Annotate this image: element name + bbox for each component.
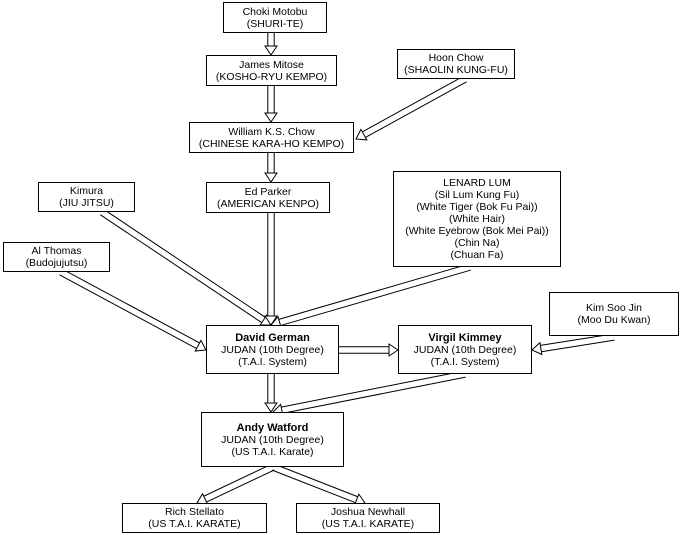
node-style: (Moo Du Kwan) — [577, 314, 651, 326]
arrow-kimsoo-to-virgil — [531, 333, 615, 356]
node-rich-stellato: Rich Stellato (US T.A.I. KARATE) — [122, 503, 267, 533]
node-style: (KOSHO-RYU KEMPO) — [215, 70, 328, 83]
node-name: James Mitose — [239, 58, 304, 71]
node-name: William K.S. Chow — [228, 125, 315, 138]
node-al-thomas: Al Thomas (Budojujutsu) — [3, 242, 110, 272]
arrow-edparker-to-david — [264, 213, 278, 326]
node-style: (CHINESE KARA-HO KEMPO) — [198, 137, 345, 150]
arrow-david-to-virgil — [339, 343, 399, 357]
node-william-chow: William K.S. Chow (CHINESE KARA-HO KEMPO… — [189, 122, 354, 153]
node-lenard-lum: LENARD LUM (Sil Lum Kung Fu) (White Tige… — [393, 171, 561, 267]
arrow-choki-to-james — [264, 33, 278, 56]
node-style: (SHURI-TE) — [246, 17, 304, 30]
node-name: Choki Motobu — [242, 5, 308, 18]
node-style: (JIU JITSU) — [59, 197, 114, 209]
node-rank: JUDAN (10th Degree) — [221, 433, 324, 446]
node-virgil-kimmey: Virgil Kimmey JUDAN (10th Degree) (T.A.I… — [398, 325, 532, 374]
node-name: LENARD LUM — [443, 177, 511, 189]
node-kim-soo-jin: Kim Soo Jin (Moo Du Kwan) — [549, 292, 679, 336]
node-ed-parker: Ed Parker (AMERICAN KENPO) — [206, 182, 330, 213]
node-style: (Chuan Fa) — [450, 249, 504, 261]
node-andy-watford: Andy Watford JUDAN (10th Degree) (US T.A… — [201, 412, 344, 467]
arrow-andy-to-joshua — [271, 463, 366, 506]
node-kimura: Kimura (JIU JITSU) — [38, 182, 135, 212]
node-name: Al Thomas — [31, 245, 82, 257]
node-joshua-newhall: Joshua Newhall (US T.A.I. KARATE) — [296, 503, 440, 533]
arrow-william-to-edparker — [264, 153, 278, 183]
arrow-lenard-to-david — [270, 263, 472, 329]
node-style: (AMERICAN KENPO) — [216, 197, 320, 210]
node-style: (White Eyebrow (Bok Mei Pai)) — [405, 225, 549, 237]
node-name: Rich Stellato — [165, 506, 224, 518]
node-rank: JUDAN (10th Degree) — [221, 343, 324, 356]
node-name: Kim Soo Jin — [585, 302, 643, 314]
node-style: (Sil Lum Kung Fu) — [434, 189, 520, 201]
node-name: Virgil Kimmey — [428, 331, 502, 344]
node-name: Andy Watford — [236, 421, 309, 434]
node-name: David German — [235, 331, 310, 344]
node-choki-motobu: Choki Motobu (SHURI-TE) — [223, 2, 327, 33]
node-style: (T.A.I. System) — [430, 355, 500, 368]
node-style: (White Tiger (Bok Fu Pai)) — [416, 201, 538, 213]
arrow-althomas-to-david — [59, 268, 207, 352]
node-name: Hoon Chow — [428, 52, 484, 64]
node-style: (US T.A.I. Karate) — [231, 445, 314, 458]
arrow-david-to-andy — [264, 374, 278, 413]
node-james-mitose: James Mitose (KOSHO-RYU KEMPO) — [206, 55, 337, 86]
node-name: Ed Parker — [244, 185, 292, 198]
node-style: (White Hair) — [448, 213, 505, 225]
node-name: Kimura — [69, 185, 104, 197]
arrow-andy-to-rich — [196, 463, 275, 506]
node-rank: JUDAN (10th Degree) — [413, 343, 517, 356]
node-style: (Budojujutsu) — [25, 257, 88, 269]
node-style: (Chin Na) — [454, 237, 500, 249]
arrow-hoon-to-william — [355, 75, 467, 141]
node-name: Joshua Newhall — [330, 506, 406, 518]
node-style: (T.A.I. System) — [238, 355, 307, 368]
arrow-james-to-william — [264, 86, 278, 123]
node-david-german: David German JUDAN (10th Degree) (T.A.I.… — [206, 325, 339, 374]
arrow-virgil-to-andy — [272, 370, 466, 417]
node-hoon-chow: Hoon Chow (SHAOLIN KUNG-FU) — [397, 49, 515, 79]
arrow-kimura-to-david — [99, 208, 272, 326]
node-style: (US T.A.I. KARATE) — [148, 518, 241, 530]
node-style: (US T.A.I. KARATE) — [321, 518, 415, 530]
node-style: (SHAOLIN KUNG-FU) — [404, 64, 508, 76]
